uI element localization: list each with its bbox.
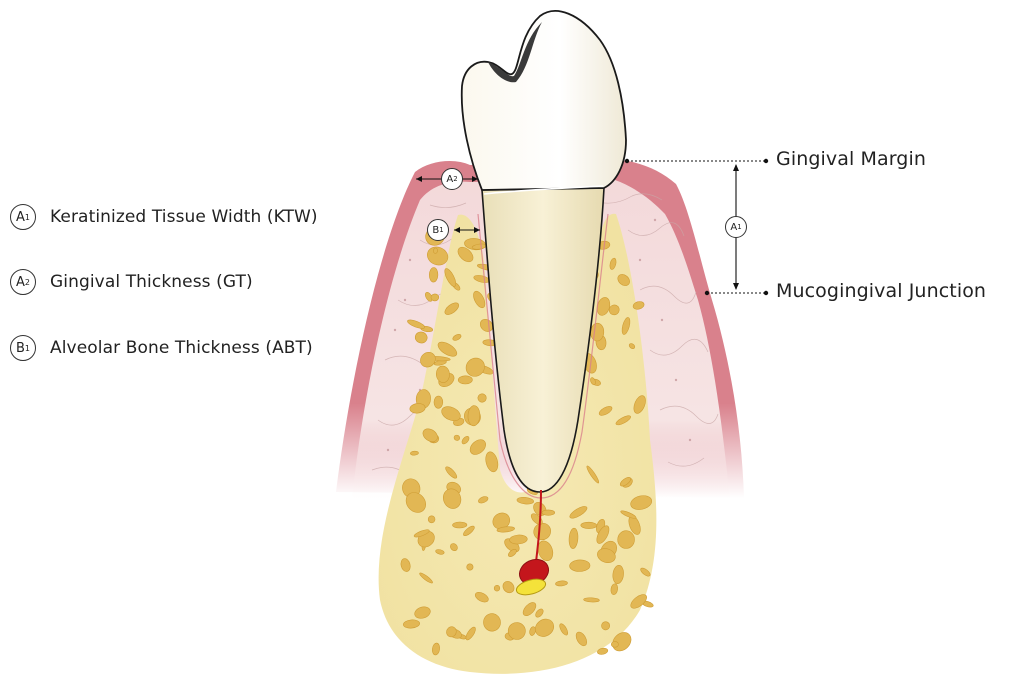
label-mucogingival-junction: Mucogingival Junction xyxy=(776,280,986,302)
marrow-space xyxy=(429,267,438,282)
marrow-space xyxy=(467,564,473,570)
marrow-space xyxy=(428,516,435,524)
tag-gt: A2 xyxy=(441,168,463,190)
marrow-space xyxy=(618,531,635,549)
marrow-space xyxy=(452,522,467,528)
marrow-space xyxy=(458,376,472,384)
marrow-space xyxy=(581,522,597,529)
marrow-space xyxy=(542,510,555,515)
marrow-space xyxy=(494,585,500,591)
marrow-space xyxy=(434,396,443,408)
mgj-end xyxy=(764,291,768,295)
label-gingival-margin: Gingival Margin xyxy=(776,148,926,170)
ktw-arrow-bottom xyxy=(733,283,739,290)
marrow-space xyxy=(431,294,439,301)
gingival-margin-end xyxy=(764,159,768,163)
marrow-space xyxy=(410,451,418,456)
tooth-crown xyxy=(462,11,626,190)
legend-label-ktw: Keratinized Tissue Width (KTW) xyxy=(50,207,318,227)
ktw-arrow-top xyxy=(733,164,739,171)
marrow-space xyxy=(433,248,438,254)
legend-label-gt: Gingival Thickness (GT) xyxy=(50,272,253,292)
legend-label-abt: Alveolar Bone Thickness (ABT) xyxy=(50,338,313,358)
marrow-space xyxy=(611,641,618,647)
